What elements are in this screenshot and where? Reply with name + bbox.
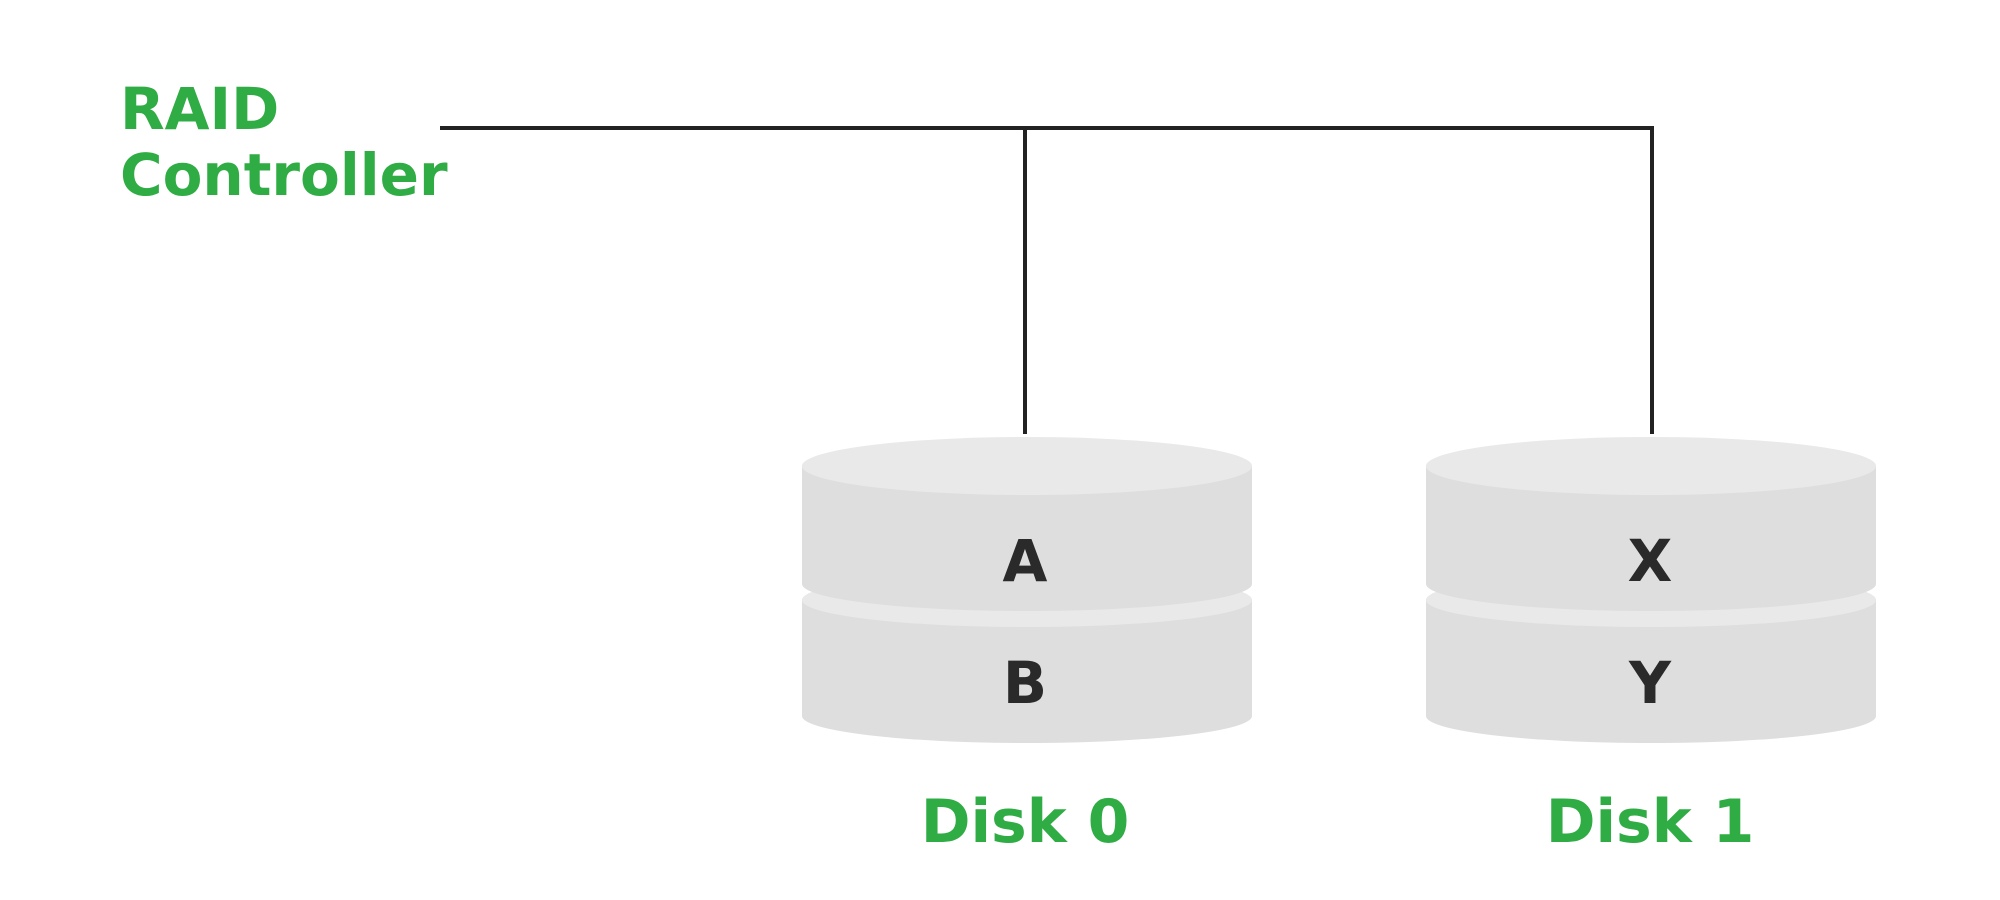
raid-controller-label-line2: Controller	[120, 141, 448, 209]
disk-1-label: Disk 1	[1545, 787, 1755, 857]
disk-0-cylinder	[802, 437, 1252, 743]
disk-0-upper-platter-top	[802, 437, 1252, 495]
raid-controller-label-line1: RAID	[120, 75, 280, 143]
disk-1-block-x: X	[1627, 527, 1673, 595]
disk-0-block-a: A	[1002, 527, 1048, 595]
disk-0-label: Disk 0	[920, 787, 1130, 857]
disk-1-upper-platter-top	[1426, 437, 1876, 495]
disk-1-cylinder	[1426, 437, 1876, 743]
disk-1-block-y: Y	[1629, 649, 1671, 717]
raid-controller-label: RAID Controller	[120, 76, 448, 208]
disk-0-block-b: B	[1002, 649, 1048, 717]
